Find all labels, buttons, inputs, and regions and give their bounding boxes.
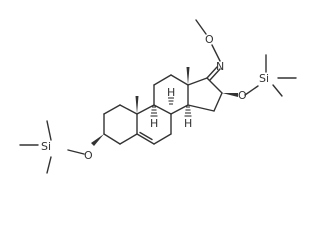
bond — [153, 104, 172, 115]
bond — [119, 104, 138, 115]
atom-label-si-left: Si — [41, 140, 51, 153]
chemical-structure-diagram: O N H H H O Si O Si — [19, 19, 297, 174]
si-methyl-left-down — [46, 156, 52, 174]
o-si-bond-left — [67, 149, 85, 155]
hash-bond-h8 — [168, 97, 174, 105]
double-bond-inner — [139, 131, 153, 141]
bond — [187, 77, 208, 86]
atom-labels: O N H H H O Si O Si — [41, 33, 269, 162]
atom-label-methoxy-o: O — [205, 33, 214, 46]
ether-wedge-c3 — [91, 134, 104, 146]
methyl-wedge-c13 — [186, 67, 190, 85]
o-si-bond-right — [244, 85, 259, 96]
bond — [136, 133, 155, 145]
methyl-wedge-c10 — [135, 96, 139, 114]
bond — [206, 77, 223, 94]
oxime-double-bond-b — [209, 68, 221, 81]
bond — [153, 133, 172, 145]
atom-label-si-right: Si — [259, 72, 269, 85]
oxime-double-bond-a — [206, 66, 218, 79]
si-methyl-right-down — [272, 84, 283, 97]
bond — [187, 104, 215, 112]
hash-bond-h14 — [184, 106, 192, 117]
bond — [119, 133, 138, 145]
si-methyl-left-up — [46, 120, 52, 141]
n-o-bond — [211, 44, 221, 62]
bond — [103, 104, 121, 115]
atom-label-oxime-n: N — [216, 60, 224, 73]
substituent-bonds — [19, 19, 297, 174]
atom-label-ether-o-right: O — [238, 89, 247, 102]
atom-label-h-c14: H — [184, 117, 192, 130]
o-methyl-bond — [195, 19, 207, 35]
structure-canvas: O N H H H O Si O Si — [19, 19, 297, 174]
atom-label-h-c9: H — [150, 117, 158, 130]
atom-label-ether-o-left: O — [84, 149, 93, 162]
bond — [153, 74, 172, 86]
atom-label-h-c8: H — [167, 86, 175, 99]
bond — [103, 133, 121, 145]
bond — [136, 104, 155, 115]
stereo-bonds — [91, 67, 238, 146]
ether-wedge-c16 — [222, 93, 238, 97]
bond — [170, 74, 189, 86]
ring-bonds — [103, 74, 223, 145]
bond — [170, 104, 189, 115]
hash-bond-h9 — [150, 106, 158, 117]
bond — [213, 92, 223, 112]
